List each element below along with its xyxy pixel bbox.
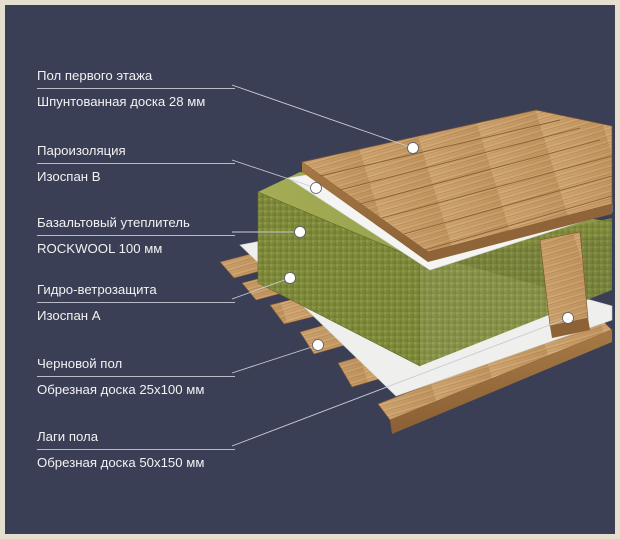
leader-line bbox=[231, 159, 317, 189]
board-seam bbox=[319, 119, 561, 177]
joists-group bbox=[219, 251, 613, 434]
leader-line bbox=[231, 344, 319, 374]
layer-title: Гидро-ветрозащита bbox=[37, 282, 157, 297]
layer-material: ROCKWOOL 100 мм bbox=[37, 241, 163, 256]
label-insulation: Базальтовый утеплитель ROCKWOOL 100 мм bbox=[37, 215, 237, 256]
joist-long-side bbox=[390, 330, 612, 434]
layer-title: Лаги пола bbox=[37, 429, 99, 444]
board-seam bbox=[403, 175, 613, 235]
label-floor: Пол первого этажа Шпунтованная доска 28 … bbox=[37, 68, 237, 109]
floor-side bbox=[428, 204, 612, 262]
leader-line bbox=[231, 317, 569, 447]
layer-material: Обрезная доска 25х100 мм bbox=[37, 382, 205, 397]
label-divider bbox=[37, 302, 235, 303]
label-divider bbox=[37, 376, 235, 377]
label-wind-protection: Гидро-ветрозащита Изоспан А bbox=[37, 282, 237, 323]
label-divider bbox=[37, 88, 235, 89]
layer-material: Изоспан В bbox=[37, 169, 101, 184]
label-joists: Лаги пола Обрезная доска 50х150 мм bbox=[37, 429, 237, 470]
layer-material: Шпунтованная доска 28 мм bbox=[37, 94, 206, 109]
floor-front bbox=[302, 162, 428, 262]
label-divider bbox=[37, 449, 235, 450]
board-seam bbox=[339, 127, 581, 191]
layer-material: Обрезная доска 50х150 мм bbox=[37, 455, 205, 470]
label-subfloor: Черновой пол Обрезная доска 25х100 мм bbox=[37, 356, 237, 397]
marker-dot bbox=[310, 182, 322, 194]
leader-line bbox=[231, 277, 291, 300]
layer-title: Черновой пол bbox=[37, 356, 123, 371]
joist-end-face bbox=[550, 318, 590, 338]
marker-dot bbox=[294, 226, 306, 238]
layer-material: Изоспан А bbox=[37, 308, 101, 323]
layer-title: Базальтовый утеплитель bbox=[37, 215, 190, 230]
board-seam bbox=[424, 195, 613, 251]
floor-boards bbox=[301, 109, 613, 262]
label-divider bbox=[37, 163, 235, 164]
leader-line bbox=[231, 84, 414, 149]
marker-dot bbox=[284, 272, 296, 284]
marker-dot bbox=[407, 142, 419, 154]
marker-dot bbox=[562, 312, 574, 324]
layer-title: Пол первого этажа bbox=[37, 68, 153, 83]
marker-dot bbox=[312, 339, 324, 351]
floor-cross-section-illustration bbox=[219, 84, 613, 447]
label-divider bbox=[37, 235, 235, 236]
board-seam bbox=[381, 155, 613, 219]
board-seam bbox=[359, 139, 601, 205]
leader-lines bbox=[231, 84, 569, 447]
markers bbox=[284, 142, 574, 351]
layer-title: Пароизоляция bbox=[37, 143, 126, 158]
label-vapor-barrier: Пароизоляция Изоспан В bbox=[37, 143, 237, 184]
